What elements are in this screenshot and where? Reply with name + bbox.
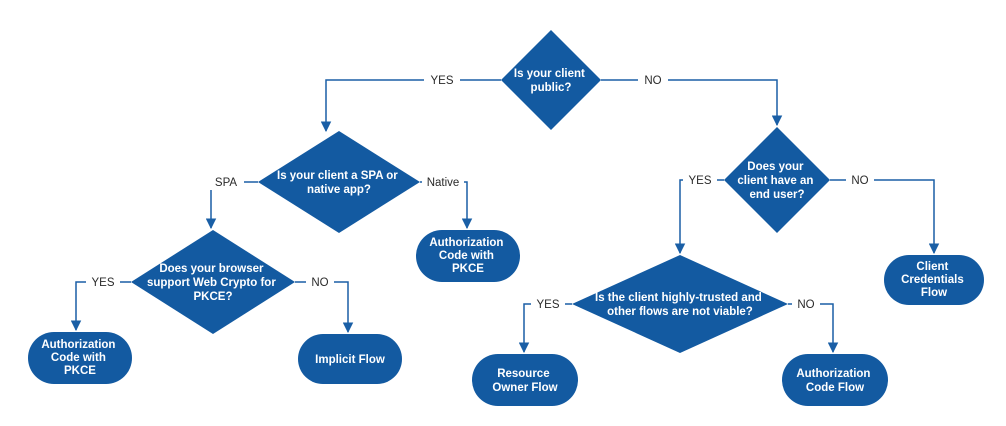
edge-label-text: NO	[797, 299, 814, 311]
edge-end-user-yes	[674, 179, 724, 255]
edge-label-highly-trusted-no: NO	[792, 296, 820, 312]
outcome-auth-code-pkce-native: Authorization Code with PKCE	[416, 230, 520, 282]
edge-label-spa: SPA	[208, 174, 244, 190]
decision-end-user: Does your client have an end user?	[724, 127, 830, 233]
outcome-label: Client Credentials Flow	[901, 261, 967, 299]
edge-client-public-no	[601, 79, 783, 127]
outcome-auth-code-flow: Authorization Code Flow	[782, 354, 888, 406]
outcome-label: Resource Owner Flow	[492, 368, 557, 394]
outcome-auth-code-pkce-spa: Authorization Code with PKCE	[28, 332, 132, 384]
edge-label-text: YES	[430, 75, 453, 87]
decision-web-crypto: Does your browser support Web Crypto for…	[131, 230, 295, 334]
edge-client-public-yes	[320, 79, 501, 133]
edge-label-highly-trusted-yes: YES	[531, 296, 565, 312]
edge-label-text: Native	[427, 177, 460, 189]
edge-label-text: YES	[536, 299, 559, 311]
decision-label: Does your browser support Web Crypto for…	[147, 263, 279, 303]
edge-label-text: YES	[91, 277, 114, 289]
edge-label-native: Native	[422, 174, 464, 190]
outcome-label: Implicit Flow	[315, 354, 385, 366]
edge-label-client-public-no: NO	[638, 72, 668, 88]
decision-client-public: Is your client public?	[501, 30, 601, 130]
edge-label-web-crypto-no: NO	[306, 274, 334, 290]
edge-label-client-public-yes: YES	[424, 72, 460, 88]
outcome-label: Authorization Code with PKCE	[41, 339, 118, 377]
edge-label-end-user-no: NO	[846, 172, 874, 188]
decision-label: Is your client public?	[514, 68, 588, 94]
edge-label-text: NO	[644, 75, 661, 87]
edge-label-web-crypto-yes: YES	[86, 274, 120, 290]
outcome-resource-owner: Resource Owner Flow	[472, 354, 578, 406]
decision-label: Is your client a SPA or native app?	[277, 170, 401, 196]
decision-label: Does your client have an end user?	[737, 161, 816, 201]
decision-highly-trusted: Is the client highly-trusted and other f…	[572, 255, 788, 353]
outcome-implicit-flow: Implicit Flow	[298, 334, 402, 384]
edge-end-user-no	[830, 179, 940, 255]
edge-label-text: NO	[311, 277, 328, 289]
decision-label: Is the client highly-trusted and other f…	[595, 292, 765, 318]
outcome-client-credentials: Client Credentials Flow	[884, 255, 984, 305]
outcome-label: Authorization Code Flow	[796, 368, 873, 394]
edge-label-text: YES	[688, 175, 711, 187]
outcome-label: Authorization Code with PKCE	[429, 237, 506, 275]
edge-label-end-user-yes: YES	[683, 172, 717, 188]
decision-spa-or-native: Is your client a SPA or native app?	[258, 131, 420, 233]
edge-label-text: SPA	[215, 177, 237, 189]
edge-label-text: NO	[851, 175, 868, 187]
